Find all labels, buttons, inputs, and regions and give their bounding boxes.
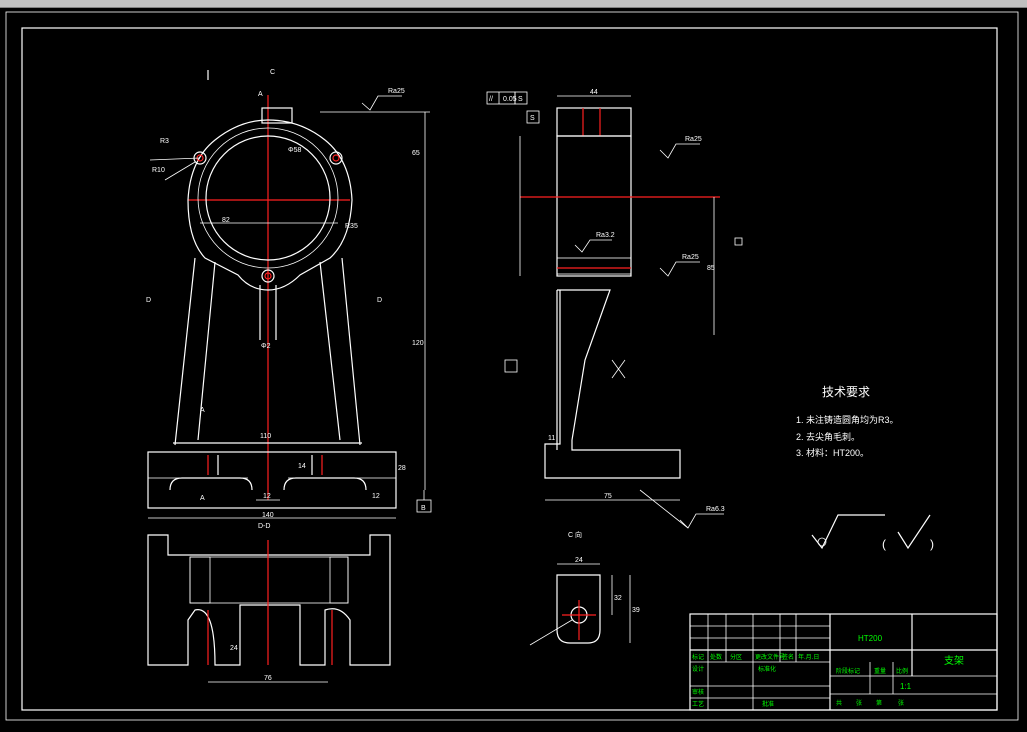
roughness-r4: Ra25 [682, 254, 699, 261]
svg-text:82: 82 [222, 217, 230, 224]
svg-text:(: ( [882, 537, 886, 551]
front-view: C R3 R10 Φ58 R35 82 110 [146, 69, 432, 519]
datum-s: S [530, 115, 535, 122]
svg-text:年.月.日: 年.月.日 [798, 653, 819, 661]
dim-front-width: 140 [262, 512, 274, 519]
datum-b-label: B [421, 505, 426, 512]
svg-text:): ) [930, 537, 934, 551]
outer-frame [5, 11, 1019, 721]
svg-text:张: 张 [856, 699, 862, 707]
svg-text:110: 110 [260, 433, 271, 440]
roughness-r5: Ra6.3 [706, 506, 725, 513]
tolerance-value: 0.05 [503, 96, 517, 103]
roughness-r2: Ra25 [685, 136, 702, 143]
svg-text:重量: 重量 [874, 667, 886, 675]
svg-text:阶段标记: 阶段标记 [836, 667, 860, 675]
tech-note-3: 3. 材料：HT200。 [796, 447, 869, 458]
svg-text:A: A [258, 91, 263, 98]
cad-drawing-canvas[interactable]: C R3 R10 Φ58 R35 82 110 [0, 7, 1027, 732]
technical-requirements: 技术要求 1. 未注铸造圆角均为R3。 2. 去尖角毛刺。 3. 材料：HT20… [796, 385, 934, 551]
svg-text:D: D [377, 297, 382, 304]
svg-text:A: A [200, 495, 205, 502]
dim-front-slot2: 12 [372, 493, 380, 500]
roughness-check-icon [897, 514, 931, 550]
svg-text:张: 张 [898, 699, 904, 707]
dim-side-top: 44 [590, 89, 598, 96]
dim-front-base-h: 14 [298, 463, 306, 470]
roughness-r1: Ra25 [388, 88, 405, 95]
svg-text:65: 65 [412, 150, 420, 157]
svg-text:R10: R10 [152, 167, 165, 174]
svg-text:批准: 批准 [762, 700, 774, 708]
svg-text:更改文件号: 更改文件号 [755, 653, 785, 661]
svg-text:审核: 审核 [692, 688, 704, 696]
dim-side-11: 11 [548, 435, 555, 442]
svg-text:120: 120 [412, 340, 424, 347]
section-view-dd: D-D 76 24 [147, 523, 391, 683]
svg-text:标准化: 标准化 [758, 665, 776, 673]
title-block: HT200 支架 1:1 标记 处数 分区 更改文件号 签名 年.月.日 设计 … [689, 613, 998, 711]
svg-text:D: D [146, 297, 151, 304]
section-label: D-D [258, 523, 270, 530]
dim-cview-h: 32 [614, 595, 622, 602]
svg-text:C: C [270, 69, 275, 76]
svg-text:R3: R3 [160, 138, 169, 145]
tech-title: 技术要求 [822, 385, 870, 399]
svg-text:85: 85 [707, 265, 715, 272]
dim-side-base: 75 [604, 493, 612, 500]
svg-text:标记: 标记 [692, 653, 704, 661]
svg-text:比例: 比例 [896, 667, 908, 675]
svg-text:分区: 分区 [730, 653, 742, 661]
tech-note-2: 2. 去尖角毛刺。 [796, 431, 860, 442]
svg-text:处数: 处数 [710, 653, 722, 661]
side-view: // 0.05 S S 44 75 11 85 Ra25 Ra3.2 Ra25 [486, 89, 743, 529]
dim-cview-w: 24 [575, 557, 583, 564]
app-title-bar [0, 0, 1027, 8]
dim-sec-24: 24 [230, 645, 238, 652]
dim-front-height: 28 [398, 465, 406, 472]
svg-text:设计: 设计 [692, 665, 704, 673]
scale: 1:1 [900, 682, 912, 691]
roughness-general-icon [811, 514, 885, 550]
dim-sec-width: 76 [264, 675, 272, 682]
part-name: 支架 [944, 655, 964, 667]
dim-bore: Φ2 [261, 343, 271, 350]
roughness-r3: Ra3.2 [596, 232, 615, 239]
svg-text:Φ58: Φ58 [288, 147, 301, 154]
dim-cview-h2: 39 [632, 607, 640, 614]
svg-text:第: 第 [876, 699, 882, 707]
tolerance-symbol: // [489, 96, 493, 103]
svg-text:R35: R35 [345, 223, 358, 230]
dim-front-slot: 12 [263, 493, 271, 500]
svg-text:签名: 签名 [782, 653, 794, 661]
svg-text:工艺: 工艺 [692, 700, 704, 708]
inner-frame [21, 27, 998, 711]
view-label: C 向 [568, 530, 582, 539]
material: HT200 [858, 634, 883, 643]
tech-note-1: 1. 未注铸造圆角均为R3。 [796, 414, 899, 425]
svg-text:A: A [200, 407, 205, 414]
tolerance-datum: S [518, 96, 523, 103]
c-view: C 向 24 32 39 [529, 530, 640, 646]
svg-text:共: 共 [836, 699, 842, 707]
